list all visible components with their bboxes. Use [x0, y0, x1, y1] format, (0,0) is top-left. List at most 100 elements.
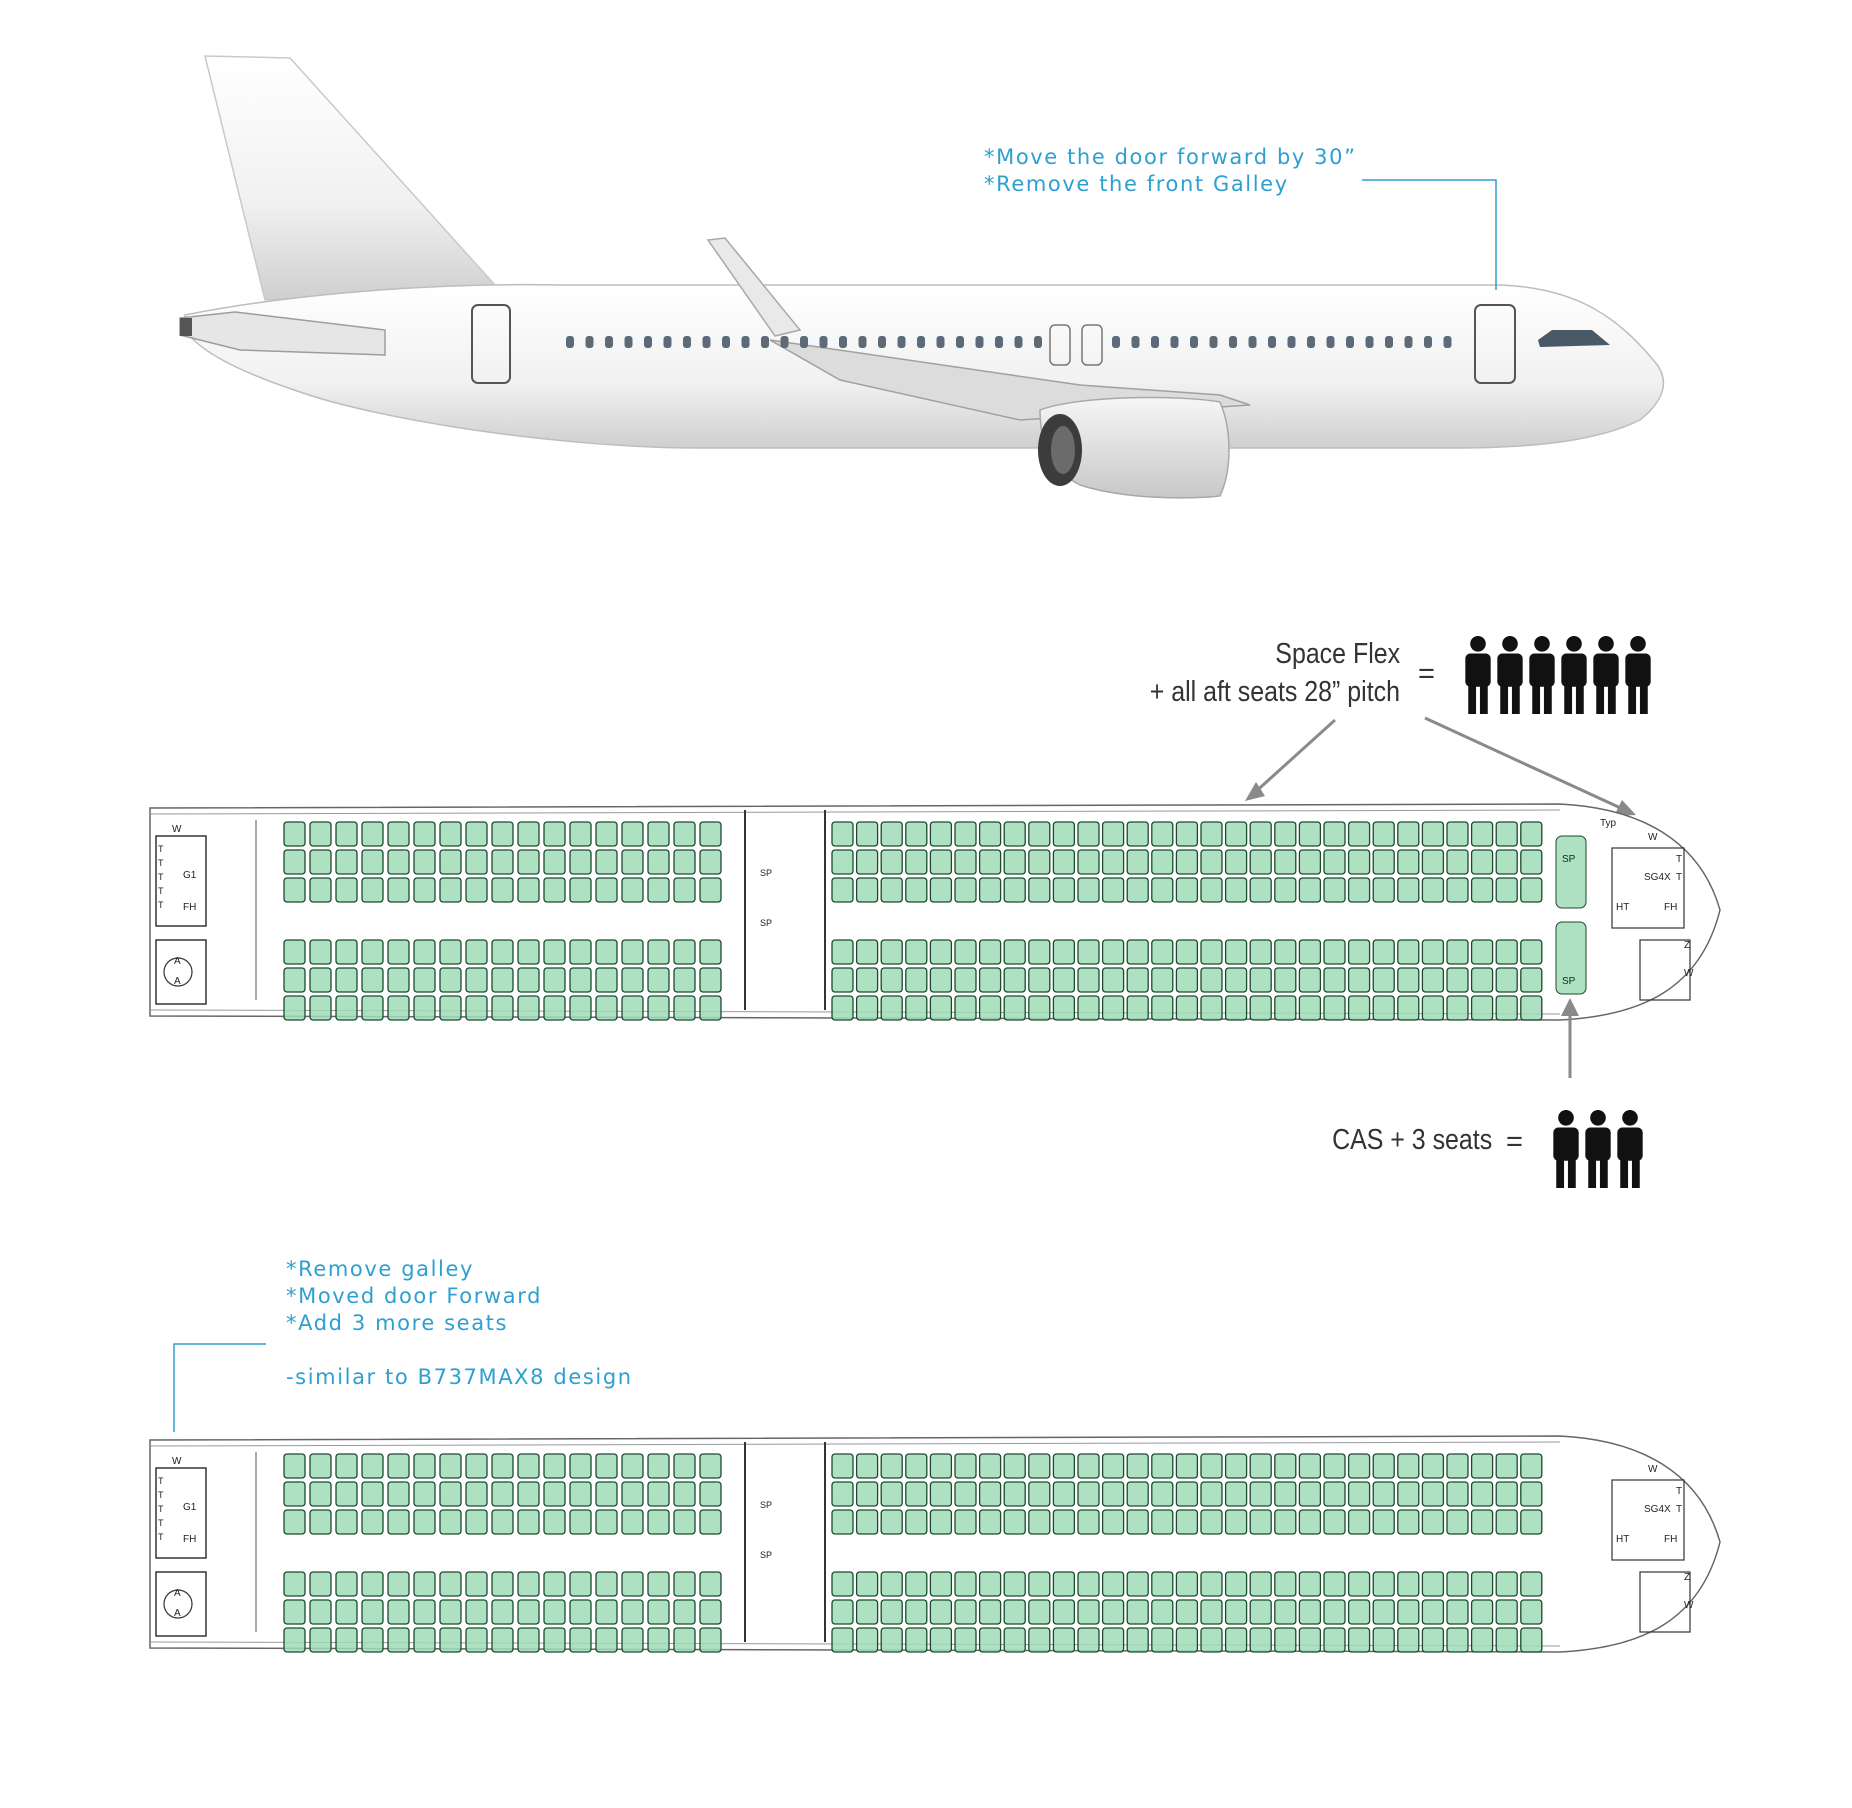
seat-forward — [413, 1627, 436, 1653]
seat-aft — [1224, 1481, 1248, 1507]
seat-forward — [699, 995, 722, 1021]
seat-forward — [699, 1627, 722, 1653]
seat-aft — [1003, 1481, 1026, 1507]
fh-label: FH — [183, 902, 196, 913]
seat-aft — [1200, 1453, 1223, 1479]
seat-forward — [595, 1453, 618, 1479]
seat-forward — [309, 1481, 332, 1507]
seat-aft — [1249, 849, 1272, 875]
seat-aft — [1495, 967, 1518, 993]
lav-label: A — [174, 1608, 181, 1619]
person-icon — [1593, 636, 1619, 714]
seat-forward — [335, 821, 358, 847]
seat-aft — [1421, 821, 1445, 847]
seat-aft — [1298, 1509, 1322, 1535]
seat-aft — [880, 1571, 903, 1597]
seat-aft — [1520, 939, 1543, 965]
cabin-window — [858, 336, 867, 348]
seat-aft — [1126, 967, 1149, 993]
seat-aft — [1224, 1599, 1248, 1625]
seat-aft — [1347, 995, 1371, 1021]
seat-aft — [1052, 1627, 1076, 1653]
seat-aft — [1274, 1571, 1297, 1597]
seat-forward — [361, 1599, 384, 1625]
seat-aft — [1052, 939, 1076, 965]
t-label: T — [158, 1490, 164, 1500]
seat-aft — [1003, 1599, 1026, 1625]
seat-aft — [1151, 1509, 1174, 1535]
seat-forward — [543, 849, 566, 875]
seat-aft — [978, 1481, 1002, 1507]
seat-aft — [880, 1509, 903, 1535]
seat-aft — [1077, 821, 1100, 847]
seat-aft — [1298, 1571, 1322, 1597]
seat-forward — [569, 1571, 592, 1597]
seat-forward — [491, 849, 514, 875]
seat-aft — [1126, 1509, 1149, 1535]
seat-aft — [1421, 1453, 1445, 1479]
seat-aft — [1126, 939, 1149, 965]
seat-forward — [283, 1599, 306, 1625]
seat-aft — [1323, 1599, 1346, 1625]
seat-aft — [1347, 877, 1371, 903]
seat-forward — [699, 1453, 722, 1479]
seat-aft — [1175, 939, 1199, 965]
seat-aft — [954, 995, 977, 1021]
seat-aft — [1028, 1481, 1051, 1507]
seat-aft — [1003, 995, 1026, 1021]
seat-forward — [647, 821, 670, 847]
seat-forward — [647, 1509, 670, 1535]
t-label: T — [158, 1532, 164, 1542]
seat-aft — [1126, 995, 1149, 1021]
seat-forward — [283, 995, 306, 1021]
seat-forward — [699, 1571, 722, 1597]
seat-aft — [1200, 1509, 1223, 1535]
seat-aft — [1224, 1571, 1248, 1597]
seat-forward — [543, 1453, 566, 1479]
seat-forward — [361, 1481, 384, 1507]
seat-aft — [1372, 877, 1395, 903]
seat-aft — [978, 877, 1002, 903]
lav-label: A — [174, 956, 181, 967]
seat-forward — [465, 1599, 488, 1625]
seat-aft — [1052, 967, 1076, 993]
seat-aft — [1052, 821, 1076, 847]
seat-forward — [439, 849, 462, 875]
seat-forward — [387, 967, 410, 993]
seat-aft — [929, 995, 953, 1021]
seat-aft — [929, 939, 953, 965]
seat-aft — [831, 967, 854, 993]
seat-aft — [978, 1599, 1002, 1625]
seat-forward — [595, 877, 618, 903]
seat-forward — [595, 1571, 618, 1597]
seat-aft — [905, 1453, 928, 1479]
seat-aft — [905, 1571, 928, 1597]
t-label: T — [158, 844, 164, 854]
seat-forward — [595, 967, 618, 993]
seat-aft — [1052, 1571, 1076, 1597]
seat-aft — [1323, 1571, 1346, 1597]
seat-aft — [1397, 821, 1420, 847]
seat-forward — [387, 877, 410, 903]
seat-forward — [491, 877, 514, 903]
seat-aft — [1224, 967, 1248, 993]
seat-forward — [647, 849, 670, 875]
seat-aft — [1077, 1453, 1100, 1479]
seat-forward — [465, 877, 488, 903]
seat-aft — [1495, 1481, 1518, 1507]
galley-label: G1 — [183, 1502, 197, 1513]
person-icon — [1617, 1110, 1643, 1188]
seat-forward — [465, 1571, 488, 1597]
seat-forward — [413, 849, 436, 875]
seat-aft — [1495, 849, 1518, 875]
seat-aft — [978, 1509, 1002, 1535]
seat-forward — [361, 1571, 384, 1597]
seat-forward — [335, 1509, 358, 1535]
seat-aft — [1077, 849, 1100, 875]
seat-aft — [1298, 1453, 1322, 1479]
seat-forward — [387, 1509, 410, 1535]
seat-forward — [413, 1453, 436, 1479]
seat-forward — [439, 1481, 462, 1507]
